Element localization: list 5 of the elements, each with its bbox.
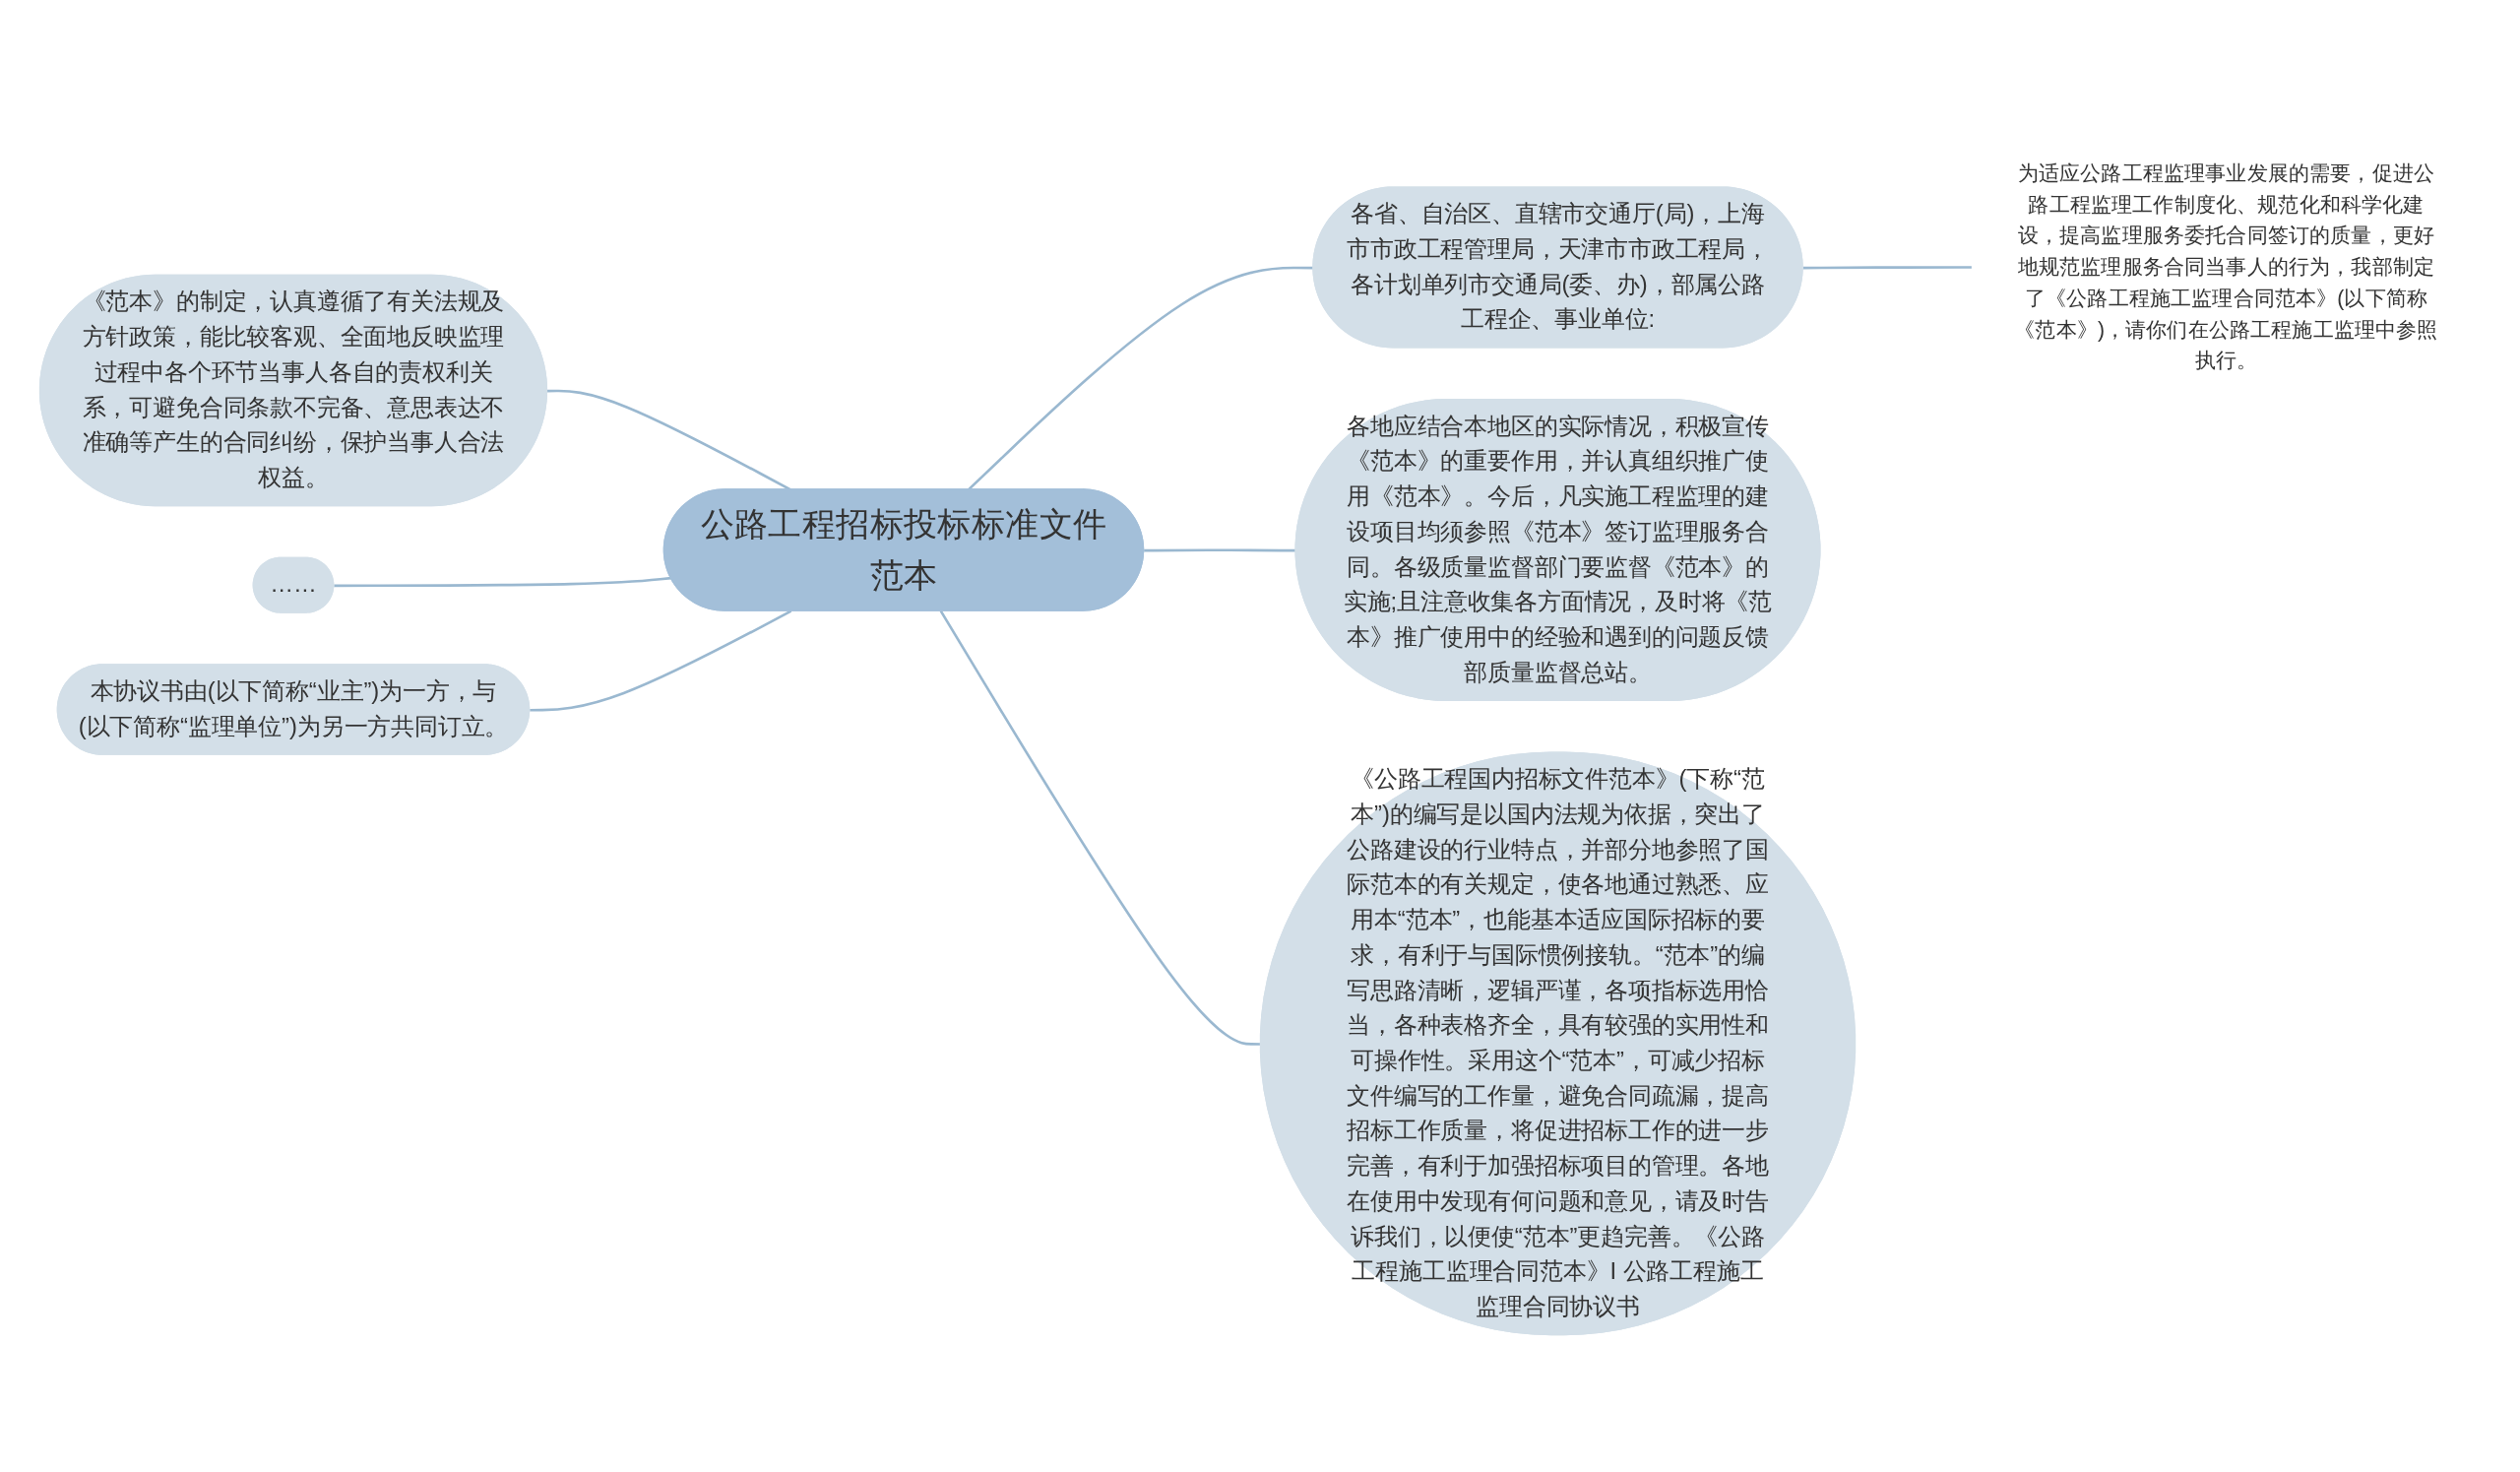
connector <box>334 576 671 587</box>
node-text: 为适应公路工程监理事业发展的需要，促进公路工程监理工作制度化、规范化和科学化建设，提高监理服务委托合同签订的质量，更好地规范监理服务合同当事人的行为，我部制定了《公路工程施工监理合同范本》(以下简称《范本》)，请你们在公路工程施工监理中参照执行。 <box>2014 160 2438 371</box>
connector <box>530 609 792 712</box>
connector <box>1802 265 1973 269</box>
connector <box>1144 547 1296 551</box>
